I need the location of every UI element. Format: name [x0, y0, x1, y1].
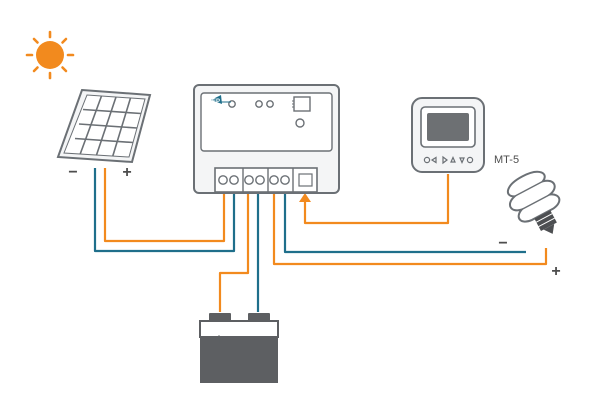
brand-logo: EP — [211, 95, 231, 105]
panel-positive-wire — [103, 168, 226, 243]
sun-icon — [25, 30, 75, 80]
meter-cable-arrowhead — [299, 193, 311, 202]
panel-negative-wire — [93, 168, 236, 253]
brand-mark-text: EP — [212, 99, 220, 105]
battery-positive-label: + — [215, 331, 224, 348]
meter-cable — [303, 174, 450, 225]
remote-meter-icon — [411, 97, 485, 173]
load-negative-label: − — [498, 235, 507, 252]
battery-icon — [199, 313, 279, 383]
load-positive-label: + — [551, 263, 560, 280]
battery-positive-wire — [218, 190, 250, 312]
load-positive-wire — [272, 190, 548, 266]
meter-model-label: MT-5 — [494, 154, 519, 166]
panel-positive-label: + — [122, 164, 131, 181]
solar-panel-icon — [56, 88, 152, 164]
light-bulb-icon — [507, 170, 561, 234]
panel-negative-label: − — [68, 164, 77, 181]
charge-controller-icon — [193, 84, 340, 194]
battery-negative-label: − — [254, 331, 263, 348]
load-negative-wire — [283, 190, 526, 254]
